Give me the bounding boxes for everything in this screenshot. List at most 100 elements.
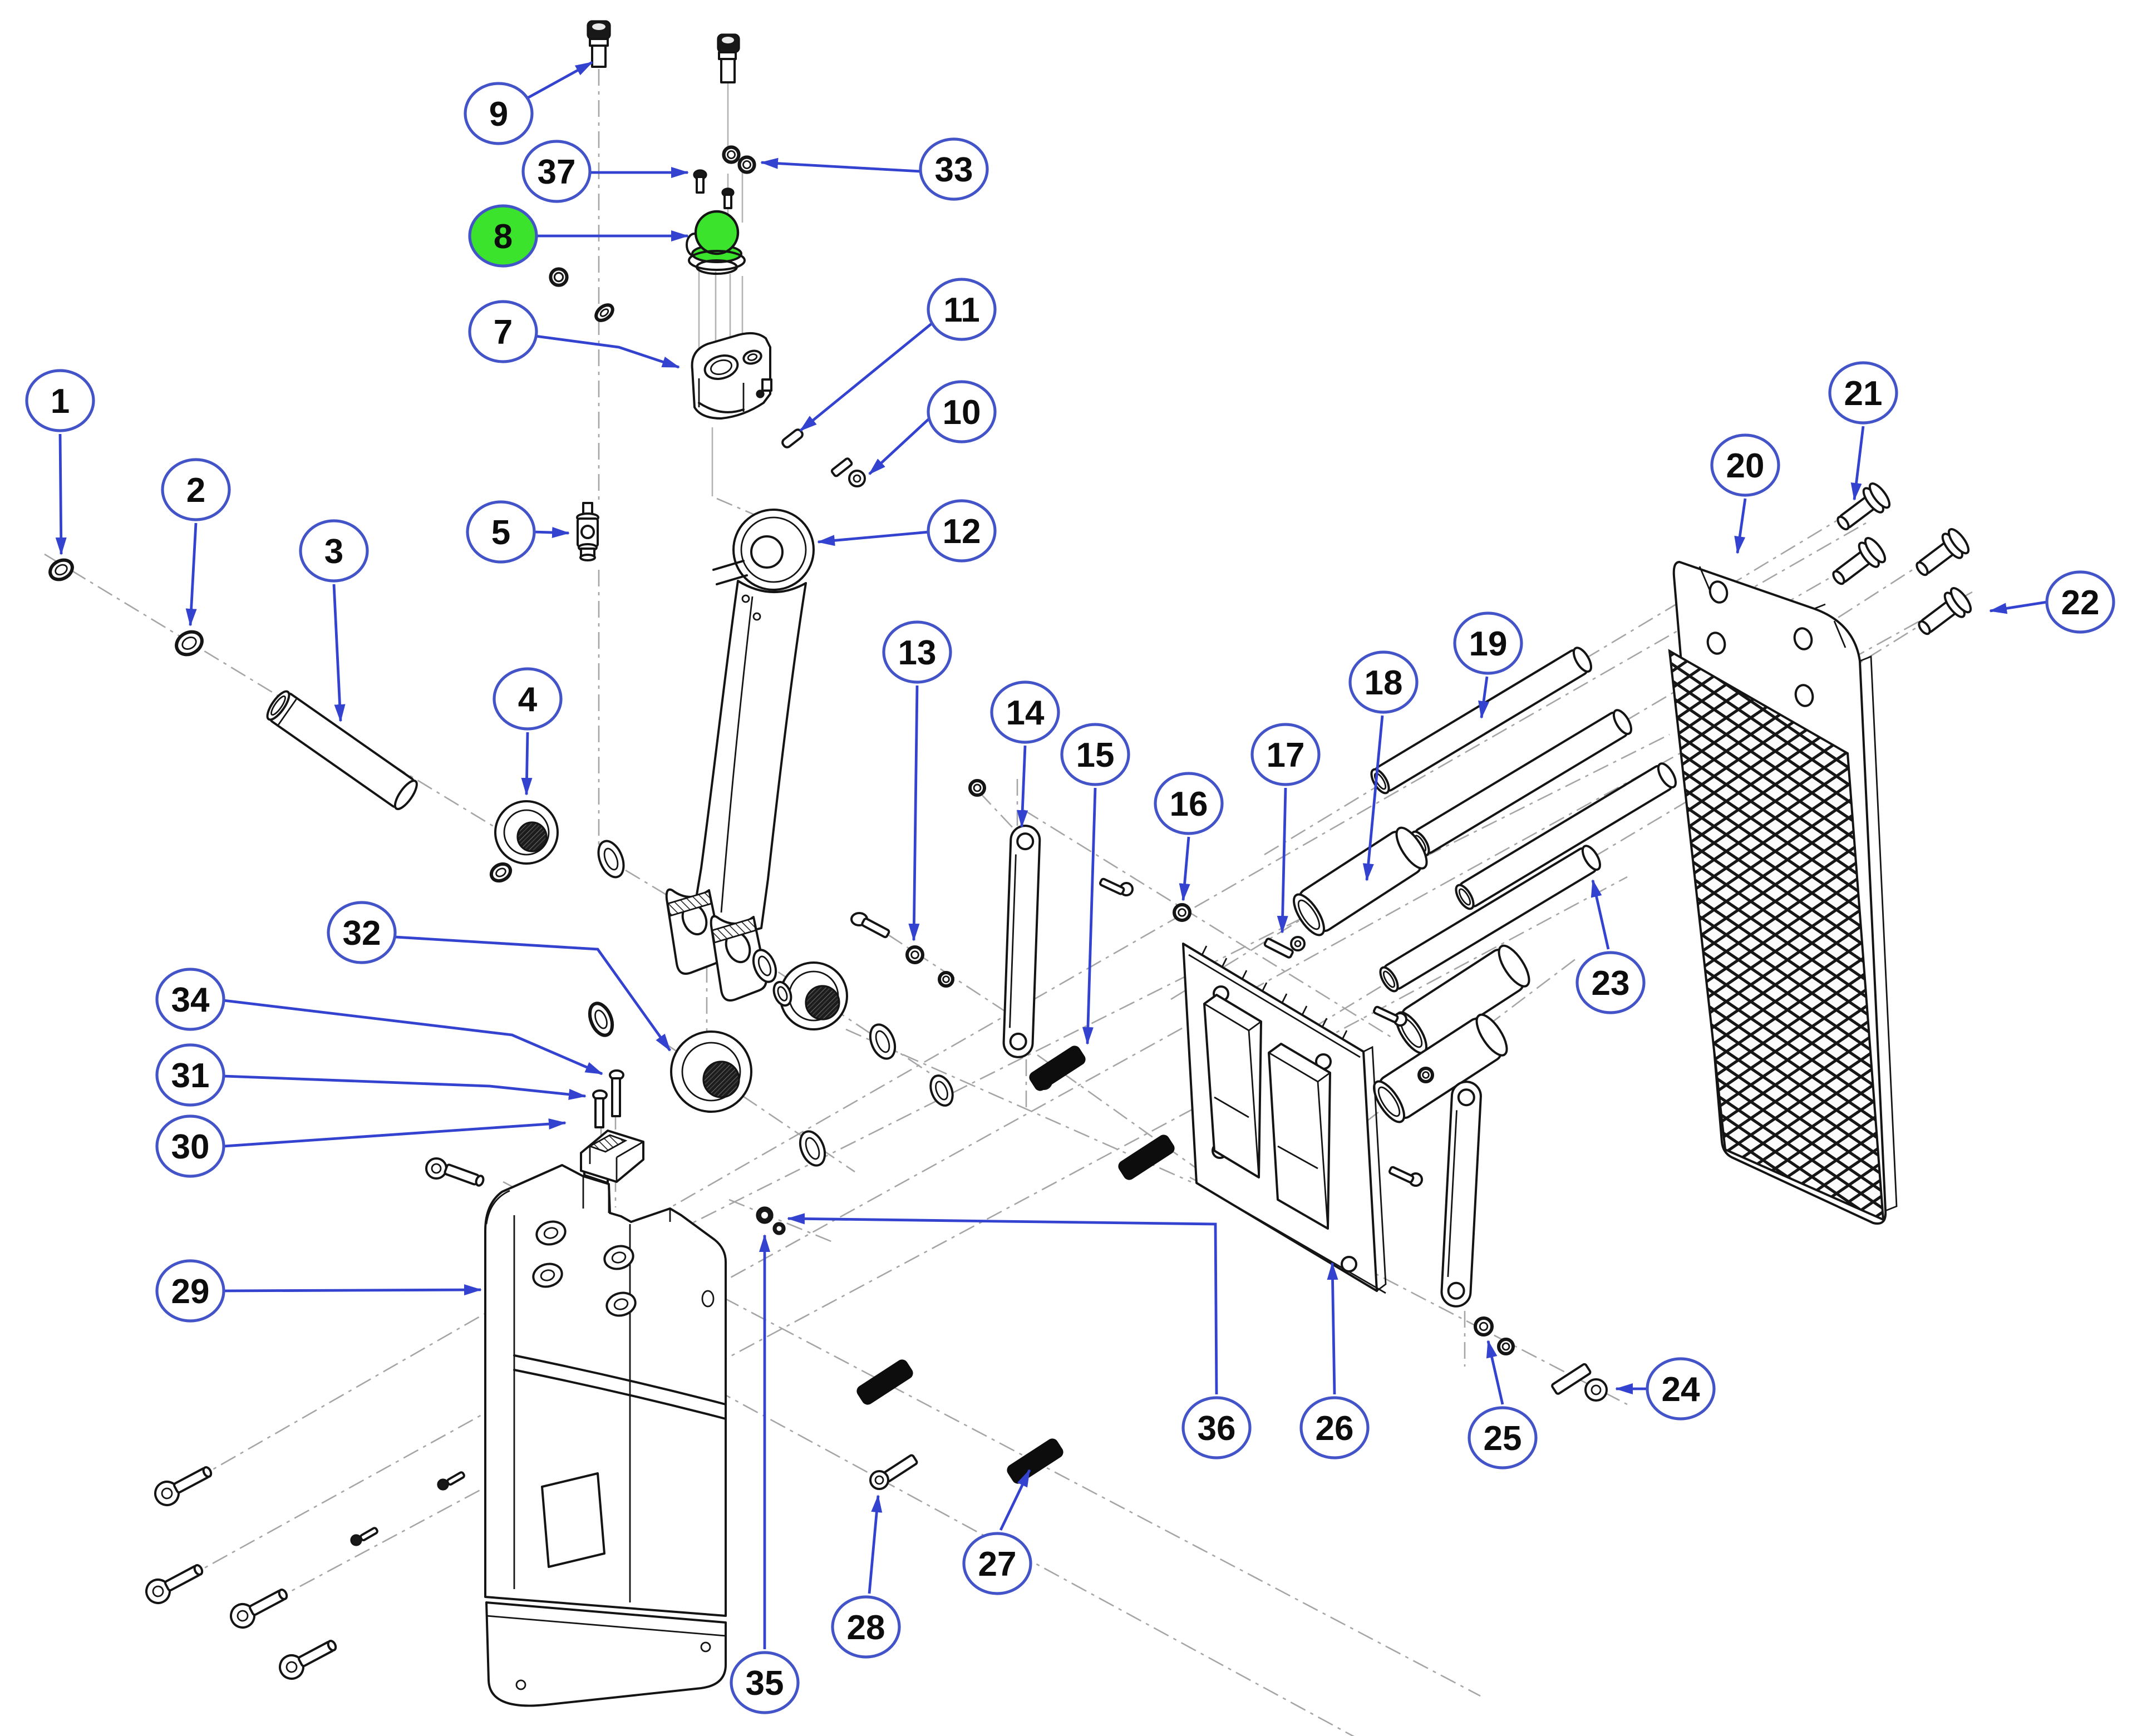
leader-9: [526, 61, 593, 100]
pin-11: [781, 428, 804, 448]
balloon-circle[interactable]: [1646, 1357, 1716, 1421]
bearing-second: [779, 961, 848, 1030]
balloon-17[interactable]: 17: [1250, 723, 1321, 786]
balloon-circle[interactable]: [927, 380, 997, 443]
balloon-16[interactable]: 16: [1154, 772, 1224, 835]
rivet-3: [1916, 528, 1970, 576]
leader-30: [223, 1118, 567, 1148]
balloon-20[interactable]: 20: [1710, 433, 1780, 497]
balloon-circle[interactable]: [155, 1114, 225, 1178]
balloon-circle[interactable]: [927, 499, 997, 563]
balloon-number: 1: [51, 382, 70, 421]
balloon-circle[interactable]: [1710, 433, 1780, 497]
screw-28: [869, 1454, 918, 1490]
balloon-circle[interactable]: [468, 300, 538, 363]
balloon-circle[interactable]: [155, 968, 225, 1031]
balloon-29[interactable]: 29: [155, 1259, 225, 1323]
balloon-13[interactable]: 13: [882, 620, 952, 684]
screw-31: [592, 1089, 608, 1128]
ring-cluster: [752, 949, 954, 1167]
balloon-4[interactable]: 4: [493, 667, 563, 731]
balloon-circle[interactable]: [161, 458, 231, 521]
balloon-26[interactable]: 26: [1299, 1396, 1370, 1459]
balloon-37[interactable]: 37: [521, 140, 592, 203]
balloon-circle[interactable]: [1575, 951, 1646, 1014]
balloon-circle[interactable]: [1468, 1406, 1538, 1469]
balloon-number: 16: [1170, 785, 1208, 823]
nut-36: [756, 1206, 786, 1235]
balloon-34[interactable]: 34: [155, 968, 225, 1031]
balloon-circle[interactable]: [882, 620, 952, 684]
ring-small-tilted: [594, 303, 614, 322]
balloon-circle[interactable]: [1299, 1396, 1370, 1459]
balloon-circle[interactable]: [464, 82, 534, 145]
balloon-circle[interactable]: [521, 140, 592, 203]
balloon-number: 8: [494, 218, 513, 256]
balloon-circle[interactable]: [1453, 611, 1523, 675]
balloon-5[interactable]: 5: [466, 500, 536, 564]
balloon-3[interactable]: 3: [299, 519, 369, 583]
balloon-circle[interactable]: [1060, 723, 1130, 786]
balloon-circle[interactable]: [962, 1532, 1032, 1595]
balloon-2[interactable]: 2: [161, 458, 231, 521]
balloon-number: 24: [1662, 1370, 1700, 1409]
balloon-circle-highlighted[interactable]: [468, 204, 538, 268]
balloon-18[interactable]: 18: [1348, 650, 1419, 714]
balloon-9[interactable]: 9: [464, 82, 534, 145]
balloon-number: 10: [943, 393, 981, 432]
balloon-circle[interactable]: [2045, 570, 2115, 634]
balloon-27[interactable]: 27: [962, 1532, 1032, 1595]
balloon-36[interactable]: 36: [1181, 1396, 1252, 1459]
screw-small-mid: [1099, 877, 1134, 896]
balloon-circle[interactable]: [990, 680, 1060, 744]
balloon-circle[interactable]: [1154, 772, 1224, 835]
balloon-25[interactable]: 25: [1468, 1406, 1538, 1469]
balloon-circle[interactable]: [1250, 723, 1321, 786]
balloon-number: 22: [2061, 584, 2100, 622]
balloon-14[interactable]: 14: [990, 680, 1060, 744]
balloon-circle[interactable]: [493, 667, 563, 731]
balloon-circle[interactable]: [299, 519, 369, 583]
bearing-4: [494, 800, 559, 865]
balloon-circle[interactable]: [831, 1595, 901, 1659]
balloon-31[interactable]: 31: [155, 1043, 225, 1107]
balloon-number: 9: [489, 95, 508, 134]
balloon-1[interactable]: 1: [25, 369, 95, 432]
balloon-19[interactable]: 19: [1453, 611, 1523, 675]
balloon-circle[interactable]: [1828, 361, 1898, 425]
balloon-circle[interactable]: [1181, 1396, 1252, 1459]
set-screw-27: [1007, 1438, 1063, 1484]
balloon-21[interactable]: 21: [1828, 361, 1898, 425]
balloon-15[interactable]: 15: [1060, 723, 1130, 786]
balloon-circle[interactable]: [466, 500, 536, 564]
balloon-22[interactable]: 22: [2045, 570, 2115, 634]
washer-upper: [597, 840, 625, 879]
balloon-32[interactable]: 32: [327, 901, 397, 964]
washer-13: [905, 945, 924, 964]
balloon-33[interactable]: 33: [919, 137, 989, 201]
balloon-circle[interactable]: [1348, 650, 1419, 714]
balloon-7[interactable]: 7: [468, 300, 538, 363]
balloon-number: 34: [171, 981, 210, 1019]
flat-screw-c: [230, 1589, 288, 1629]
balloon-circle[interactable]: [730, 1651, 800, 1714]
balloon-circle[interactable]: [919, 137, 989, 201]
balloon-30[interactable]: 30: [155, 1114, 225, 1178]
balloon-12[interactable]: 12: [927, 499, 997, 563]
balloon-10[interactable]: 10: [927, 380, 997, 443]
balloon-circle[interactable]: [927, 278, 997, 341]
balloon-11[interactable]: 11: [927, 278, 997, 341]
balloon-circle[interactable]: [25, 369, 95, 432]
balloon-23[interactable]: 23: [1575, 951, 1646, 1014]
nut-16: [1173, 903, 1191, 922]
balloon-8[interactable]: 8: [468, 204, 538, 268]
balloon-circle[interactable]: [327, 901, 397, 964]
locknut-small: [549, 267, 569, 287]
balloon-circle[interactable]: [155, 1043, 225, 1107]
tiny-screw-b: [437, 1471, 465, 1491]
balloon-24[interactable]: 24: [1646, 1357, 1716, 1421]
balloon-circle[interactable]: [155, 1259, 225, 1323]
leader-27: [999, 1469, 1031, 1531]
balloon-28[interactable]: 28: [831, 1595, 901, 1659]
balloon-35[interactable]: 35: [730, 1651, 800, 1714]
